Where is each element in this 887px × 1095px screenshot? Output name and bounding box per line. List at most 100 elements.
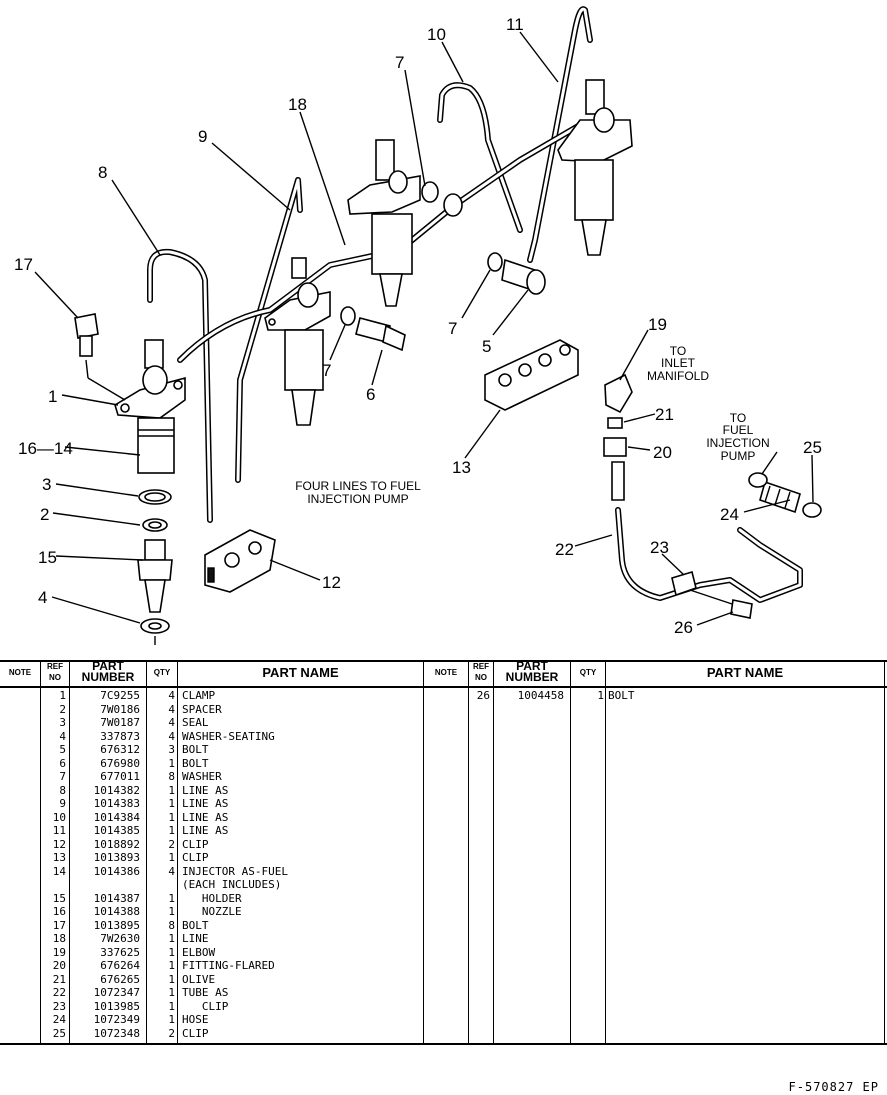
col-rule (423, 660, 424, 1045)
svg-text:PUMP: PUMP (721, 449, 756, 463)
part-name-cell: INJECTOR AS-FUEL (182, 864, 288, 878)
col-rule (884, 660, 885, 1045)
part-name-cell: BOLT (182, 756, 209, 770)
spacer-2 (142, 518, 168, 532)
part-name-cell: LINE AS (182, 797, 229, 810)
ref-no-cell: 9 (59, 797, 66, 810)
ref-no-cell: 26 (476, 689, 490, 702)
part-name-cell: BOLT (608, 689, 635, 702)
injector-4 (557, 79, 633, 256)
bolt-6 (355, 317, 406, 352)
qty-cell: 2 (168, 837, 175, 851)
bolt-17 (74, 313, 126, 401)
callout-8: 8 (98, 163, 107, 182)
callout-2: 2 (40, 505, 49, 524)
bolt-26 (689, 589, 753, 619)
callout-26: 26 (674, 618, 693, 637)
annotation-fuel-injection-pump: TO FUEL INJECTION PUMP (706, 411, 769, 463)
ref-no-cell: 19 (52, 945, 66, 959)
part-number-cell: 676265 (100, 972, 140, 986)
part-number-cell: 677011 (100, 770, 140, 783)
part-number-cell: 1072348 (93, 1026, 140, 1040)
callout-12: 12 (322, 573, 341, 592)
ref-no-cell: 8 (59, 783, 66, 797)
qty-cell: 1 (168, 986, 175, 999)
ref-no-cell: 13 (52, 851, 66, 864)
qty-cell: 1 (168, 959, 175, 972)
qty-cell: 8 (168, 770, 175, 783)
ref-no-cell: 1 (59, 689, 66, 702)
qty-cell: 1 (168, 810, 175, 824)
leader-lines (34, 31, 814, 626)
washer-7c-bolt-5 (487, 252, 546, 295)
hose-24 (759, 480, 801, 514)
svg-text:FUEL: FUEL (723, 423, 754, 437)
qty-cell: 1 (168, 783, 175, 797)
part-number-cell: 1014384 (93, 810, 140, 824)
part-name-cell: HOSE (182, 1013, 209, 1026)
callout-6: 6 (366, 385, 375, 404)
part-name-cell: SEAL (182, 716, 209, 729)
header-note-right: NOTE (434, 667, 458, 677)
ref-no-cell: 3 (59, 716, 66, 729)
ref-no-cell: 23 (52, 999, 66, 1013)
part-number-cell: 1014388 (93, 905, 140, 918)
part-number-cell: 1014383 (93, 797, 140, 810)
part-number-cell: 1014382 (93, 783, 140, 797)
part-number-cell: 676264 (100, 959, 140, 972)
part-number-cell: 7W0187 (100, 716, 140, 729)
qty-cell: 1 (168, 797, 175, 810)
table-header (0, 660, 887, 688)
ref-no-cell: 15 (52, 891, 66, 905)
col-rule (146, 660, 147, 1045)
svg-text:FOUR LINES TO FUEL: FOUR LINES TO FUEL (295, 479, 421, 493)
svg-text:INJECTION PUMP: INJECTION PUMP (307, 492, 408, 506)
callout-19: 19 (648, 315, 667, 334)
part-name-cell: LINE AS (182, 783, 229, 797)
part-name-cell: FITTING-FLARED (182, 959, 275, 972)
part-name-cell: ELBOW (182, 945, 216, 959)
svg-text:TO: TO (670, 344, 686, 358)
callout-5: 5 (482, 337, 491, 356)
part-number-cell: 1013893 (93, 851, 140, 864)
annotation-four-lines: FOUR LINES TO FUEL INJECTION PUMP (295, 479, 421, 506)
ref-no-cell: 18 (52, 932, 66, 945)
annotation-inlet-manifold: TO INLET MANIFOLD (647, 344, 709, 383)
part-number-cell: 1014387 (93, 891, 140, 905)
col-rule (570, 660, 571, 1045)
qty-cell: 1 (168, 999, 175, 1013)
part-number-cell: 1004458 (517, 689, 564, 702)
header-qty-right: QTY (579, 667, 597, 677)
part-name-cell: BOLT (182, 743, 209, 756)
ref-no-cell: 11 (52, 824, 66, 837)
callout-25: 25 (803, 438, 822, 457)
part-number-cell: 7C9255 (100, 689, 140, 702)
ref-no-cell: 24 (52, 1013, 66, 1026)
clip-12 (204, 529, 276, 593)
callout-7c: 7 (448, 319, 457, 338)
qty-cell: 1 (168, 891, 175, 905)
ref-no-cell: 4 (59, 729, 66, 743)
callout-numbers: 1 2 3 4 5 6 7 7 7 8 9 10 11 12 13 16—14 … (14, 15, 822, 637)
col-rule (605, 660, 606, 1045)
qty-cell: 1 (168, 851, 175, 864)
callout-23: 23 (650, 538, 669, 557)
ref-no-cell: 10 (52, 810, 66, 824)
part-name-cell: HOLDER (182, 891, 242, 905)
ref-no-cell: 25 (52, 1026, 66, 1040)
olive-21 (607, 417, 623, 429)
ref-no-cell: 7 (59, 770, 66, 783)
qty-cell: 4 (168, 864, 175, 878)
clip-23 (671, 570, 697, 597)
part-name-cell: LINE AS (182, 824, 229, 837)
qty-cell: 1 (597, 689, 604, 702)
qty-cell: 3 (168, 743, 175, 756)
header-part-name: PART NAME (262, 664, 339, 680)
callout-10: 10 (427, 25, 446, 44)
svg-text:INJECTION: INJECTION (706, 436, 769, 450)
tube-22 (611, 461, 803, 603)
svg-text:INLET: INLET (661, 356, 696, 370)
